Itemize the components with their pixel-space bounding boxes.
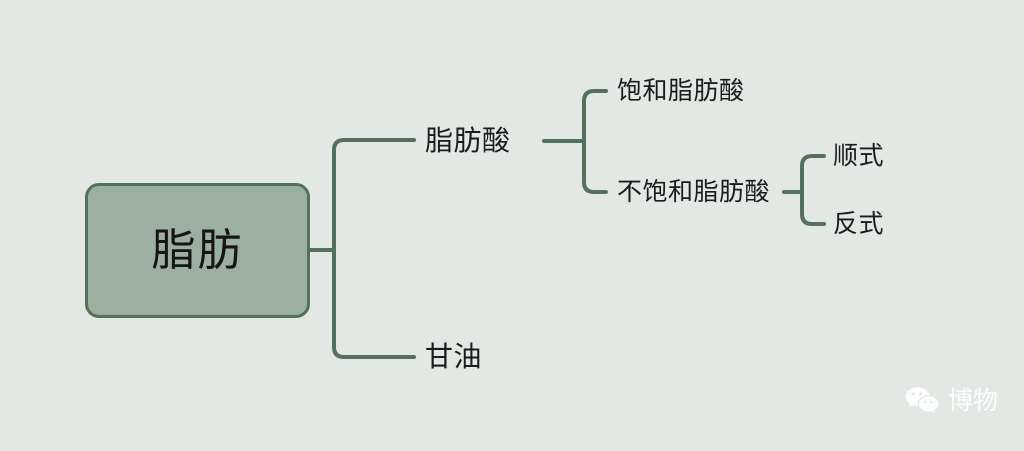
node-saturated-fatty-acid-label: 饱和脂肪酸 bbox=[617, 77, 745, 105]
node-cis[interactable]: 顺式 bbox=[833, 144, 884, 169]
node-cis-label: 顺式 bbox=[833, 142, 885, 170]
node-unsaturated-fatty-acid[interactable]: 不饱和脂肪酸 bbox=[617, 180, 770, 205]
node-fatty-acid-label: 脂肪酸 bbox=[425, 125, 511, 156]
node-trans-label: 反式 bbox=[833, 210, 885, 238]
node-saturated-fatty-acid[interactable]: 饱和脂肪酸 bbox=[617, 79, 745, 104]
node-glycerol[interactable]: 甘油 bbox=[425, 343, 482, 371]
node-fatty-acid[interactable]: 脂肪酸 bbox=[425, 127, 511, 155]
connector-unsaturated-to-children bbox=[800, 154, 826, 226]
connector-fatty-acid-to-children bbox=[582, 89, 608, 194]
watermark-label: 博物 bbox=[948, 386, 999, 415]
root-node-fat[interactable]: 脂肪 bbox=[85, 183, 310, 318]
node-glycerol-label: 甘油 bbox=[425, 341, 483, 372]
wechat-icon bbox=[905, 387, 939, 413]
root-node-label: 脂肪 bbox=[151, 225, 244, 275]
connector-root-to-level2 bbox=[332, 138, 402, 359]
node-trans[interactable]: 反式 bbox=[833, 212, 884, 237]
watermark: 博物 bbox=[905, 386, 998, 416]
node-unsaturated-fatty-acid-label: 不饱和脂肪酸 bbox=[617, 178, 771, 206]
